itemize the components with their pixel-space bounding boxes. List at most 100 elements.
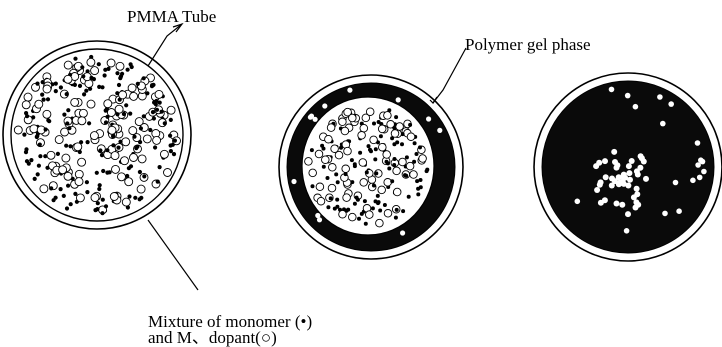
dopant-particle	[40, 185, 48, 193]
dopant-particle	[396, 123, 404, 131]
dopant-particle	[308, 115, 313, 120]
monomer-particle	[153, 145, 157, 149]
monomer-particle	[413, 141, 417, 145]
dopant-particle	[393, 167, 401, 175]
monomer-particle	[122, 112, 126, 116]
monomer-particle	[62, 194, 66, 198]
dopant-particle	[129, 127, 137, 135]
dopant-particle	[135, 118, 143, 126]
monomer-particle	[155, 108, 159, 112]
dopant-particle	[155, 90, 163, 98]
monomer-particle	[35, 82, 39, 86]
monomer-particle	[145, 91, 149, 95]
dopant-particle	[328, 184, 336, 192]
dopant-particle	[143, 135, 151, 143]
dopant-particle	[339, 118, 347, 126]
monomer-particle	[62, 113, 66, 117]
dopant-particle	[112, 165, 120, 173]
monomer-particle	[86, 140, 90, 144]
monomer-particle	[171, 143, 175, 147]
monomer-particle	[400, 142, 404, 146]
dopant-particle	[597, 182, 603, 188]
dopant-particle	[71, 98, 79, 106]
dopant-particle	[701, 169, 707, 175]
monomer-particle	[101, 198, 105, 202]
dopant-particle	[360, 124, 368, 132]
dopant-particle	[342, 165, 350, 173]
monomer-particle	[425, 168, 429, 172]
dopant-particle	[622, 175, 628, 181]
dopant-particle	[341, 127, 349, 135]
dopant-particle	[130, 92, 138, 100]
monomer-particle	[120, 72, 124, 76]
monomer-particle	[322, 165, 326, 169]
dopant-particle	[43, 85, 51, 93]
dopant-particle	[30, 125, 38, 133]
dopant-particle	[87, 58, 95, 66]
monomer-particle	[350, 158, 354, 162]
monomer-particle	[81, 74, 85, 78]
dopant-particle	[122, 138, 130, 146]
monomer-particle	[98, 183, 102, 187]
gel-leader-line	[433, 48, 466, 103]
monomer-particle	[392, 126, 396, 130]
dopant-particle	[116, 62, 124, 70]
monomer-particle	[38, 143, 42, 147]
dopant-particle	[662, 211, 668, 217]
dopant-particle	[695, 140, 701, 146]
panel-1-tube	[3, 41, 191, 229]
dopant-particle	[676, 208, 682, 214]
monomer-particle	[49, 186, 53, 190]
dopant-particle	[634, 186, 640, 192]
dopant-particle	[624, 228, 630, 234]
monomer-particle	[394, 115, 398, 119]
monomer-particle	[95, 171, 99, 175]
monomer-particle	[322, 147, 326, 151]
dopant-particle	[164, 169, 172, 177]
dopant-particle	[153, 136, 161, 144]
monomer-particle	[407, 195, 411, 199]
dopant-particle	[62, 154, 70, 162]
dopant-particle	[313, 117, 318, 122]
monomer-particle	[104, 204, 108, 208]
monomer-particle	[139, 126, 143, 130]
monomer-particle	[373, 157, 377, 161]
dopant-particle	[107, 59, 115, 67]
dopant-particle	[339, 210, 347, 218]
dopant-particle	[108, 126, 116, 134]
monomer-particle	[416, 192, 420, 196]
dopant-particle	[347, 88, 352, 93]
monomer-particle	[129, 164, 133, 168]
monomer-particle	[371, 206, 375, 210]
monomer-particle	[24, 111, 28, 115]
dopant-particle	[104, 100, 112, 108]
dopant-particle	[376, 219, 384, 227]
monomer-particle	[152, 116, 156, 120]
monomer-particle	[101, 169, 105, 173]
monomer-particle	[33, 177, 37, 181]
monomer-particle	[405, 155, 409, 159]
dopant-particle	[626, 163, 632, 169]
dopant-particle	[370, 136, 378, 144]
dopant-particle	[305, 158, 313, 166]
monomer-particle	[386, 161, 390, 165]
monomer-particle	[82, 92, 86, 96]
dopant-particle	[399, 158, 407, 166]
dopant-particle	[291, 179, 296, 184]
monomer-particle	[64, 144, 68, 148]
monomer-particle	[142, 76, 146, 80]
dopant-particle	[325, 135, 333, 143]
dopant-particle	[575, 199, 581, 205]
dopant-particle	[360, 179, 368, 187]
monomer-particle	[172, 152, 176, 156]
monomer-particle	[68, 144, 72, 148]
dopant-particle	[14, 126, 22, 134]
monomer-particle	[344, 172, 348, 176]
monomer-particle	[100, 85, 104, 89]
dopant-particle	[619, 202, 625, 208]
monomer-particle	[346, 208, 350, 212]
monomer-particle	[154, 99, 158, 103]
dopant-particle	[316, 183, 324, 191]
dopant-particle	[130, 154, 138, 162]
